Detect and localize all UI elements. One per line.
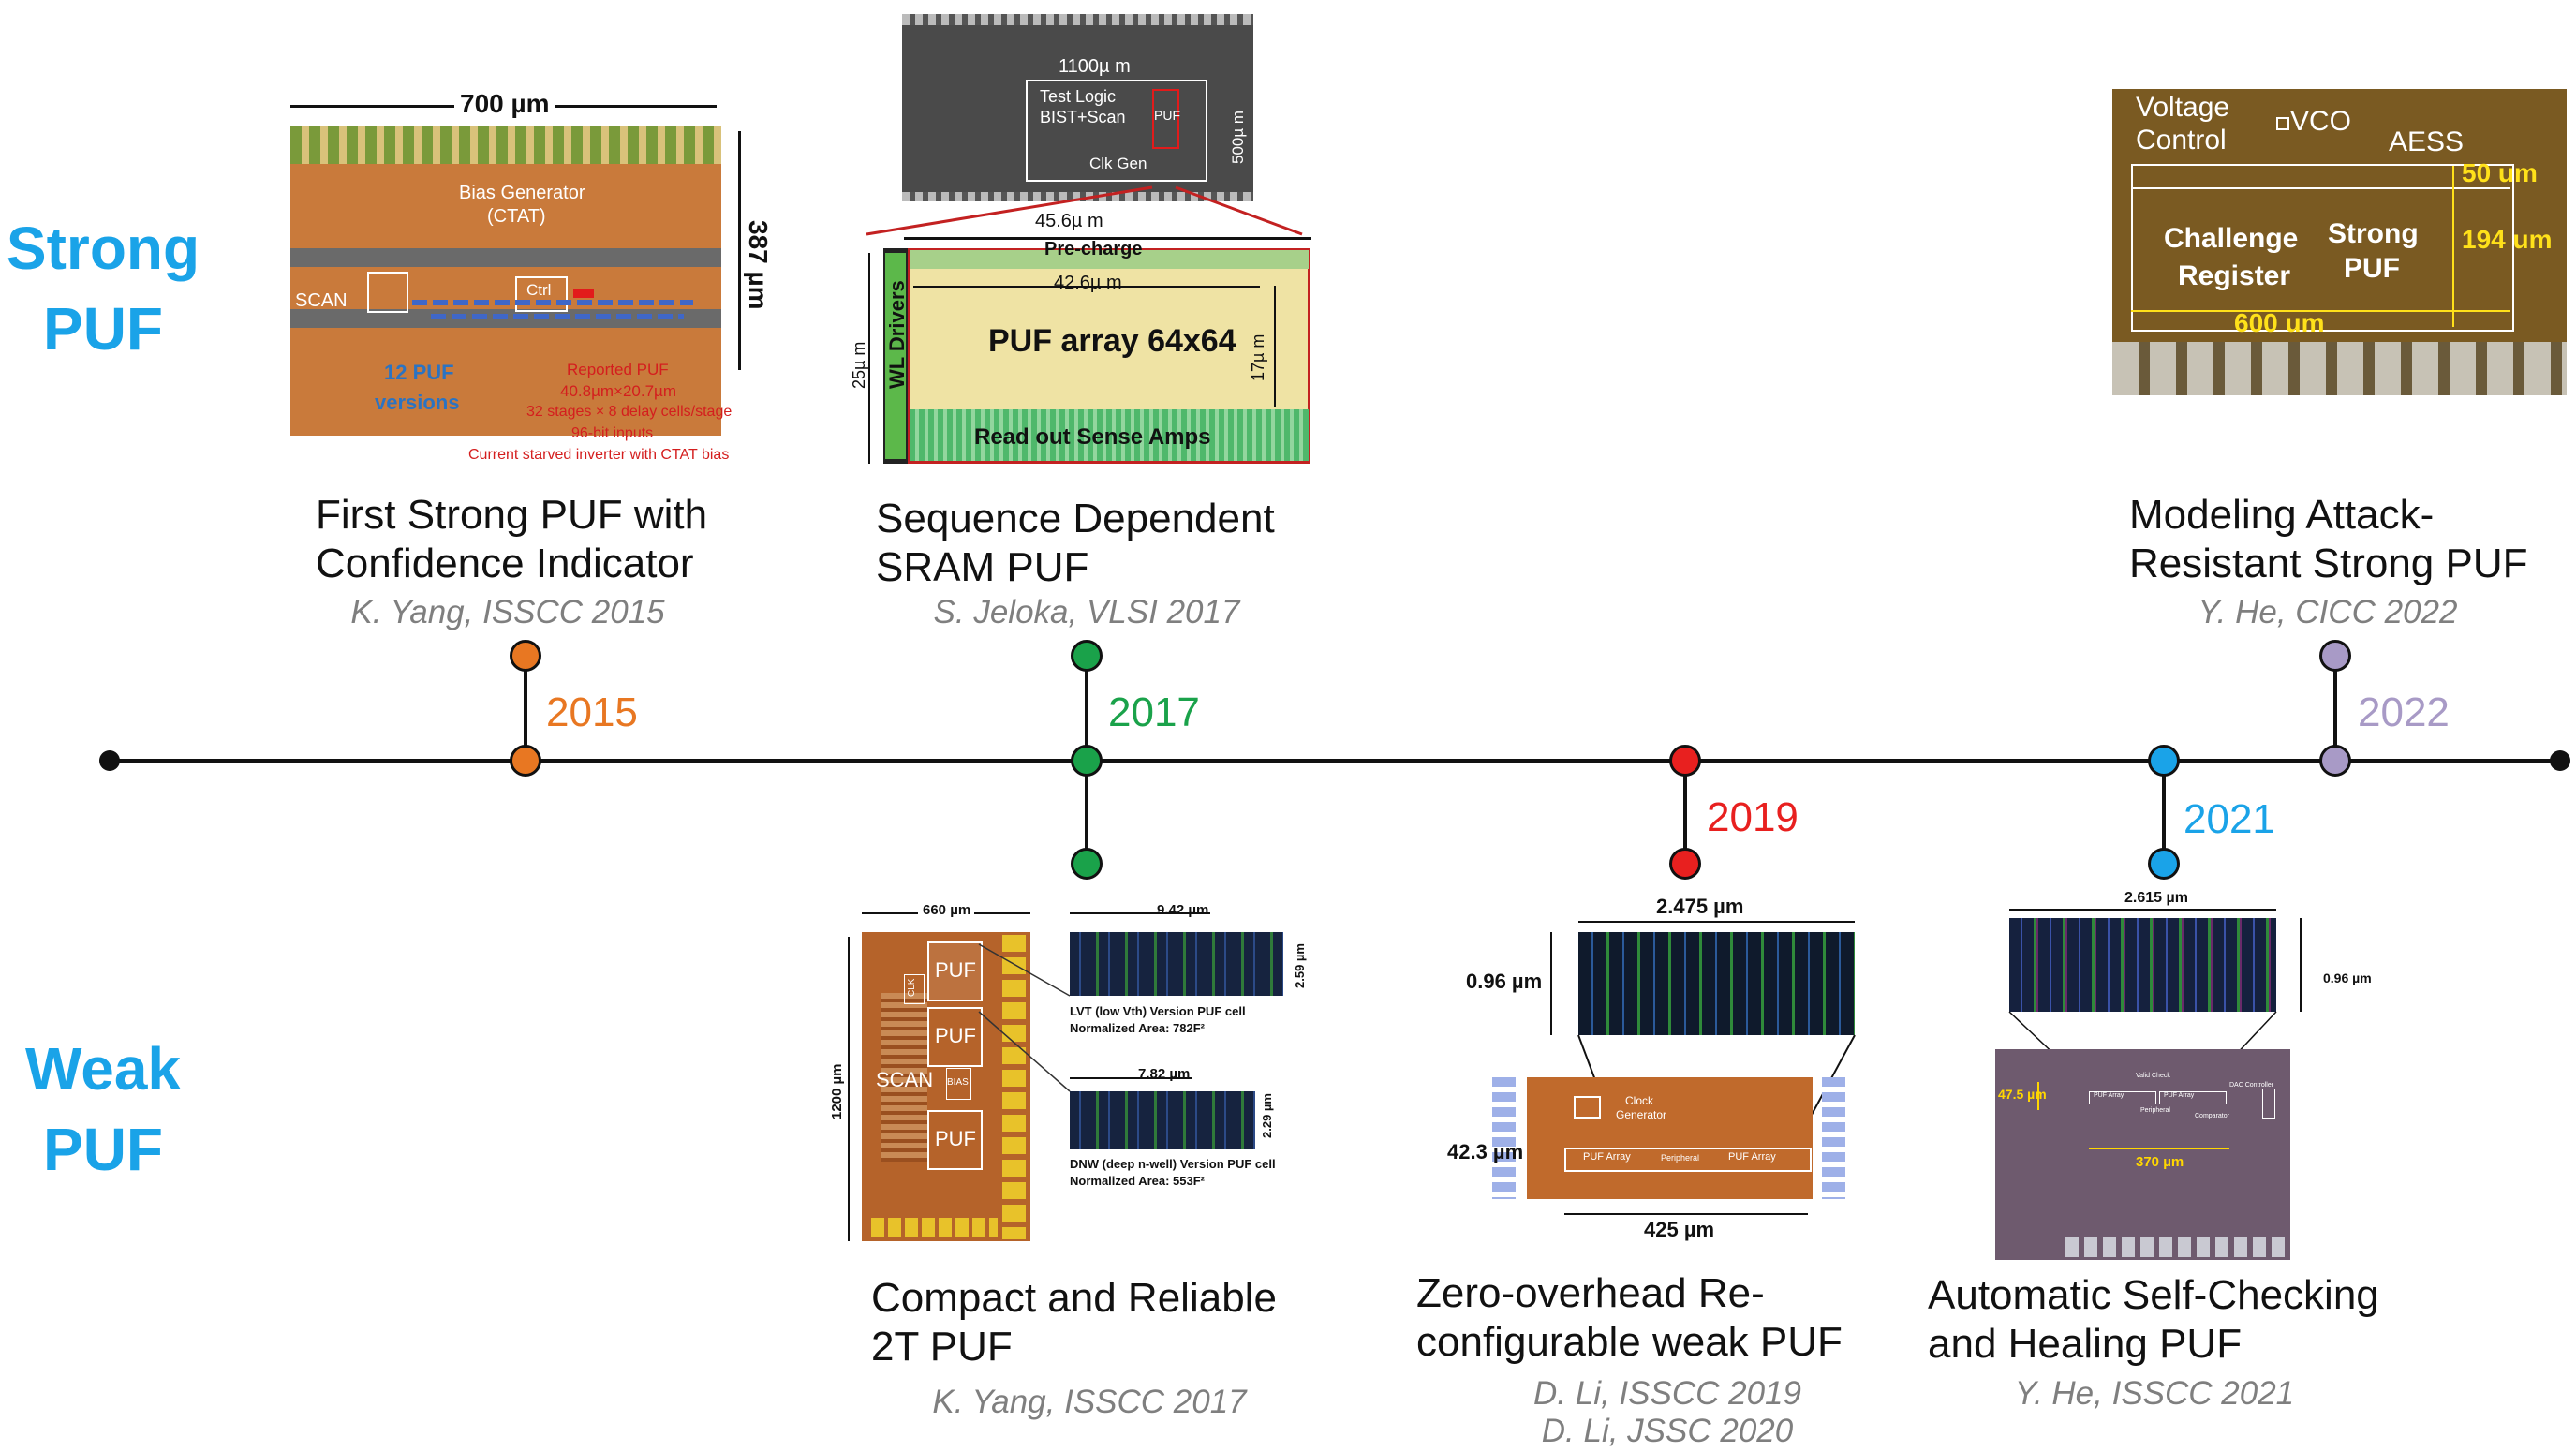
marker-2021-bottom bbox=[2148, 848, 2180, 880]
marker-2017-axis bbox=[1071, 745, 1103, 777]
citation-2015: K. Yang, ISSCC 2015 bbox=[350, 594, 665, 630]
chip-image-2015: 700 µm Bias Generator (CTAT) SCAN Ctrl 3… bbox=[281, 89, 787, 478]
title-2015: First Strong PUF with Confidence Indicat… bbox=[316, 492, 708, 586]
citation-2021: Y. He, ISSCC 2021 bbox=[2014, 1375, 2295, 1412]
chip-image-2017-sram: 1100µ m Test Logic BIST+Scan PUF Clk Gen… bbox=[848, 14, 1316, 468]
title-2022: Modeling Attack- Resistant Strong PUF bbox=[2129, 492, 2528, 586]
year-label-2019: 2019 bbox=[1707, 794, 1799, 840]
marker-2022-top bbox=[2319, 640, 2351, 672]
dimension-width: 700 µm bbox=[454, 89, 555, 119]
timeline-start-point bbox=[99, 750, 120, 771]
marker-2017-bottom bbox=[1071, 848, 1103, 880]
marker-2021-axis bbox=[2148, 745, 2180, 777]
year-label-2017: 2017 bbox=[1108, 689, 1200, 735]
chip-image-2021: 2.615 µm 0.96 µm Valid Check PUF Array P… bbox=[1991, 890, 2412, 1265]
marker-2019-bottom bbox=[1669, 848, 1701, 880]
timeline-axis bbox=[110, 759, 2560, 763]
title-2019: Zero-overhead Re- configurable weak PUF bbox=[1416, 1270, 1843, 1365]
chip-image-2017-2t: 660 µm PUF PUF PUF SCAN CLK BIAS 1200 µm… bbox=[824, 899, 1321, 1246]
year-label-2015: 2015 bbox=[546, 689, 638, 735]
marker-2017-top bbox=[1071, 640, 1103, 672]
marker-2019-axis bbox=[1669, 745, 1701, 777]
connector-2021 bbox=[2162, 761, 2166, 864]
connector-2022 bbox=[2333, 656, 2337, 761]
citation-2019: D. Li, ISSCC 2019 D. Li, JSSC 2020 bbox=[1533, 1375, 1801, 1449]
connector-2019 bbox=[1683, 761, 1687, 864]
citation-2017-strong: S. Jeloka, VLSI 2017 bbox=[933, 594, 1240, 630]
marker-2022-axis bbox=[2319, 745, 2351, 777]
connector-2015 bbox=[524, 656, 527, 761]
title-2017-strong: Sequence Dependent SRAM PUF bbox=[876, 496, 1275, 590]
dimension-height: 387 µm bbox=[744, 220, 773, 310]
title-2017-weak: Compact and Reliable 2T PUF bbox=[871, 1275, 1277, 1370]
strong-puf-label: Strong PUF bbox=[6, 215, 200, 363]
marker-2015-axis bbox=[510, 745, 541, 777]
weak-puf-label: Weak PUF bbox=[24, 1035, 182, 1183]
year-label-2022: 2022 bbox=[2358, 689, 2450, 735]
citation-2017-weak: K. Yang, ISSCC 2017 bbox=[932, 1384, 1247, 1420]
chip-image-2022: Voltage Control VCO AESS Challenge Regis… bbox=[2112, 89, 2567, 395]
citation-2022: Y. He, CICC 2022 bbox=[2198, 594, 2458, 630]
marker-2015-top bbox=[510, 640, 541, 672]
title-2021: Automatic Self-Checking and Healing PUF bbox=[1928, 1272, 2379, 1367]
chip-image-2019: 2.475 µm 0.96 µm Clock Generator PUF Arr… bbox=[1447, 895, 1859, 1251]
year-label-2021: 2021 bbox=[2184, 796, 2275, 842]
timeline-end-point bbox=[2550, 750, 2570, 771]
